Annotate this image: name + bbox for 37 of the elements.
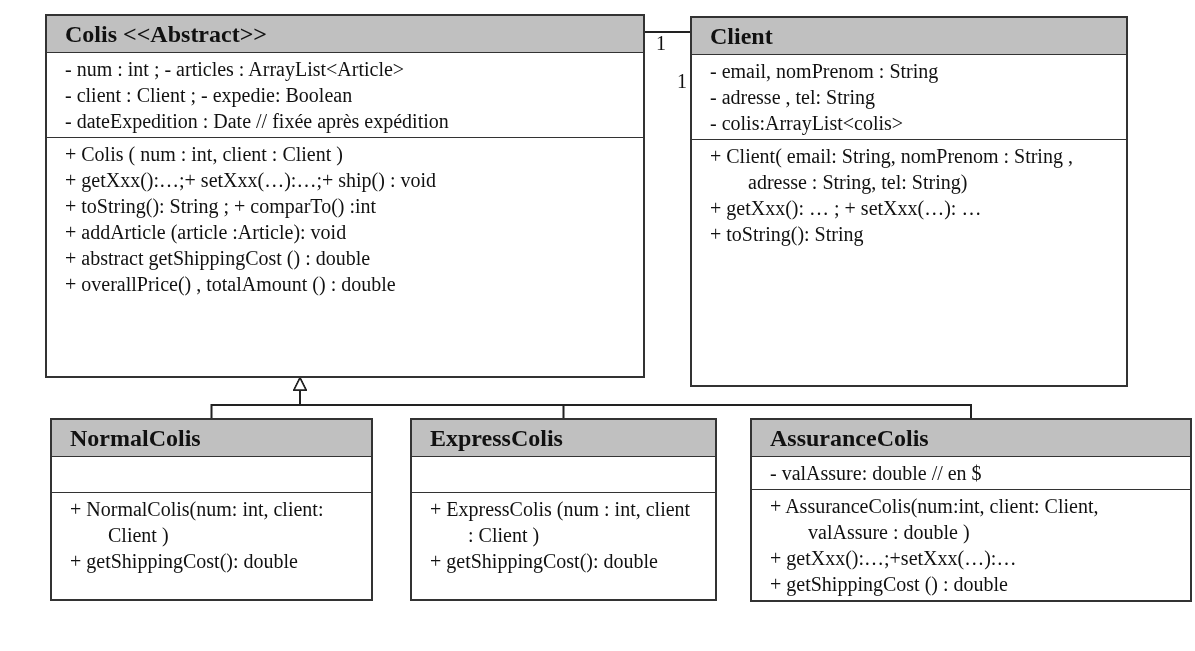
operation-text: + overallPrice() , totalAmount () : double <box>65 272 397 297</box>
operation-text: + getShippingCost(): double <box>70 549 299 574</box>
operation-text: + AssuranceColis(num:int, client: Client, valAssure : double ) <box>770 494 1100 545</box>
class-box <box>45 14 645 378</box>
attribute-text: - valAssure: double // en $ <box>770 461 983 486</box>
operation-text: + toString(): String ; + comparTo() :int <box>65 194 378 219</box>
class-name: NormalColis <box>52 420 371 457</box>
operation-text: + getShippingCost(): double <box>430 549 659 574</box>
attribute-text: - email, nomPrenom : String <box>710 59 940 84</box>
class-box <box>50 418 373 601</box>
attribute-text: - client : Client ; - expedie: Boolean <box>65 83 354 108</box>
multiplicity-label: 1 <box>677 70 687 92</box>
class-name: Client <box>692 18 1126 55</box>
multiplicity-label: 1 <box>656 32 666 54</box>
operation-text: + Colis ( num : int, client : Client ) <box>65 142 344 167</box>
operation-text: + NormalColis(num: int, client: Client ) <box>70 497 325 548</box>
operation-text: + ExpressColis (num : int, client : Client ) <box>430 497 692 548</box>
operation-text: + getXxx():…;+setXxx(…):… <box>770 546 1018 571</box>
attribute-text: - dateExpedition : Date // fixée après expédition <box>65 109 450 134</box>
association-line <box>644 31 691 33</box>
attribute-text: - adresse , tel: String <box>710 85 876 110</box>
operation-text: + abstract getShippingCost () : double <box>65 246 372 271</box>
class-name: AssuranceColis <box>752 420 1190 457</box>
operation-text: + getXxx():…;+ setXxx(…):…;+ ship() : void <box>65 168 437 193</box>
class-box <box>750 418 1192 602</box>
class-box <box>690 16 1128 387</box>
class-name: ExpressColis <box>412 420 715 457</box>
class-box <box>410 418 717 601</box>
attribute-text: - colis:ArrayList<colis> <box>710 111 905 136</box>
operation-text: + toString(): String <box>710 222 865 247</box>
attribute-text: - num : int ; - articles : ArrayList<Article> <box>65 57 406 82</box>
operation-text: + Client( email: String, nomPrenom : String , adresse : String, tel: String) <box>710 144 1074 195</box>
operation-text: + addArticle (article :Article): void <box>65 220 348 245</box>
operation-text: + getShippingCost () : double <box>770 572 1009 597</box>
class-name: Colis <<Abstract>> <box>47 16 643 53</box>
operation-text: + getXxx(): … ; + setXxx(…): … <box>710 196 983 221</box>
inheritance-arrow <box>293 377 972 419</box>
